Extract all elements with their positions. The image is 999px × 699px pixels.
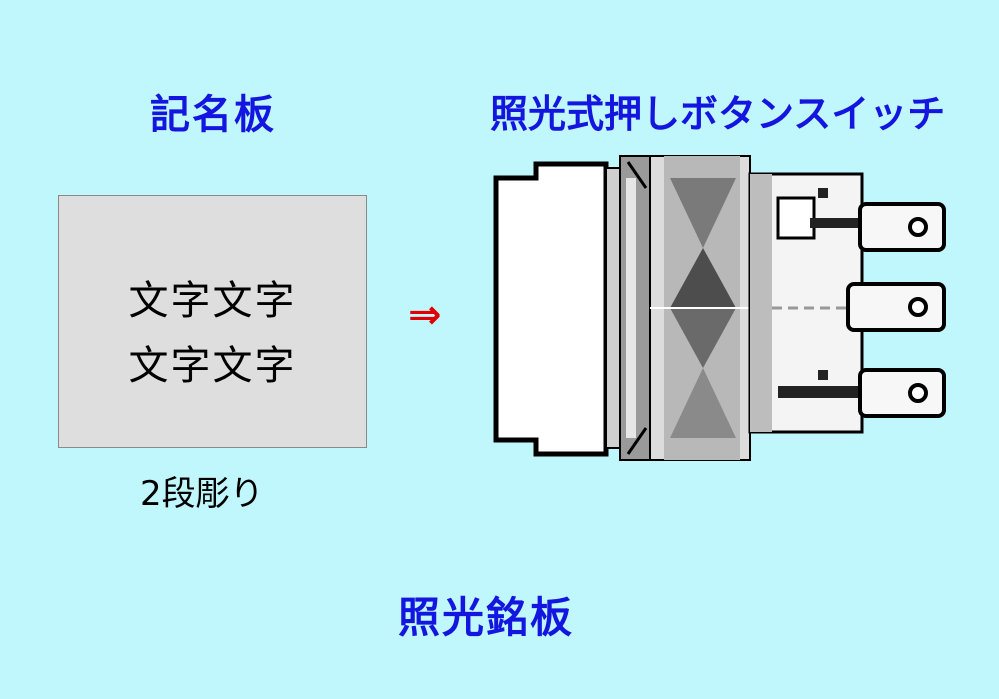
- nameplate-panel: [58, 195, 367, 448]
- footer-title: 照光銘板: [398, 593, 575, 642]
- right-arrow-icon: ⇒: [408, 292, 442, 338]
- plate-text-line-2: 文字文字: [128, 343, 297, 389]
- engraving-note: 2段彫り: [140, 474, 264, 514]
- push-button-switch-illustration: [493, 155, 946, 461]
- plate-text-line-1: 文字文字: [128, 278, 297, 324]
- nameplate-title: 記名板: [150, 92, 276, 138]
- switch-title: 照光式押しボタンスイッチ: [490, 92, 946, 136]
